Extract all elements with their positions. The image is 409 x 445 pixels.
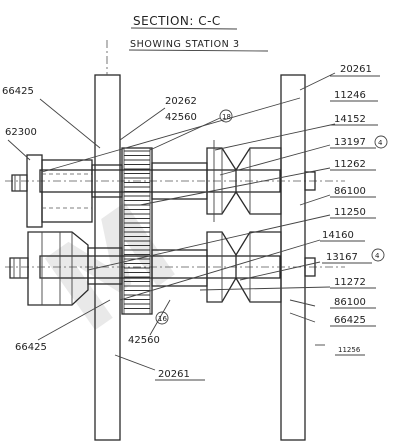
leader-lines: [7, 72, 336, 371]
label-66425-bottom-right: 66425: [334, 315, 366, 326]
lower-pulley: [9, 231, 89, 306]
label-66425-top-left: 66425: [2, 86, 34, 97]
upper-bearing-block: [11, 154, 93, 228]
label-20261-top: 20261: [340, 64, 372, 75]
label-20261-bottom: 20261: [158, 369, 190, 380]
lower-grooved-roller: [206, 231, 282, 303]
label-11246: 11246: [334, 90, 366, 101]
upper-shaft: [5, 169, 345, 193]
left-frame-plate: [94, 74, 121, 441]
label-86100-bottom: 86100: [334, 297, 366, 308]
watermark: M: [23, 178, 201, 360]
upper-grooved-roller: [206, 140, 282, 222]
label-42560-top: 42560: [165, 112, 197, 123]
tag-4-top: 4: [378, 139, 383, 147]
label-20262: 20262: [165, 96, 197, 107]
label-14160: 14160: [322, 230, 354, 241]
label-11262: 11262: [334, 159, 366, 170]
lower-shaft: [5, 255, 345, 279]
label-11272: 11272: [334, 277, 366, 288]
tag-circle-18: [219, 109, 233, 123]
label-86100-top: 86100: [334, 186, 366, 197]
part-labels: 20261 66425 20262 11246 42560 18 62300 1…: [2, 64, 388, 380]
tag-18: 18: [222, 113, 231, 121]
gear-wheel: [121, 147, 153, 315]
label-11256: 11256: [338, 346, 361, 354]
tag-16: 16: [158, 315, 167, 323]
label-42560-bottom: 42560: [128, 335, 160, 346]
label-62300: 62300: [5, 127, 37, 138]
subtitle-underline: [128, 49, 269, 52]
label-13197: 13197: [334, 137, 366, 148]
title-underline: [130, 27, 238, 30]
lower-right-end: [304, 257, 316, 277]
tag-circle-4-top: [374, 135, 388, 149]
section-subtitle: SHOWING STATION 3: [130, 39, 240, 50]
tag-4-bottom: 4: [375, 252, 380, 260]
label-66425-bottom-left: 66425: [15, 342, 47, 353]
label-underlines: [155, 75, 380, 381]
label-13167: 13167: [326, 252, 358, 263]
right-frame-plate: [280, 74, 306, 441]
label-14152: 14152: [334, 114, 366, 125]
tag-circle-4-bottom: [371, 248, 385, 262]
tag-circle-16: [155, 311, 169, 325]
section-title: SECTION: C-C: [133, 14, 221, 28]
label-11250: 11250: [334, 207, 366, 218]
